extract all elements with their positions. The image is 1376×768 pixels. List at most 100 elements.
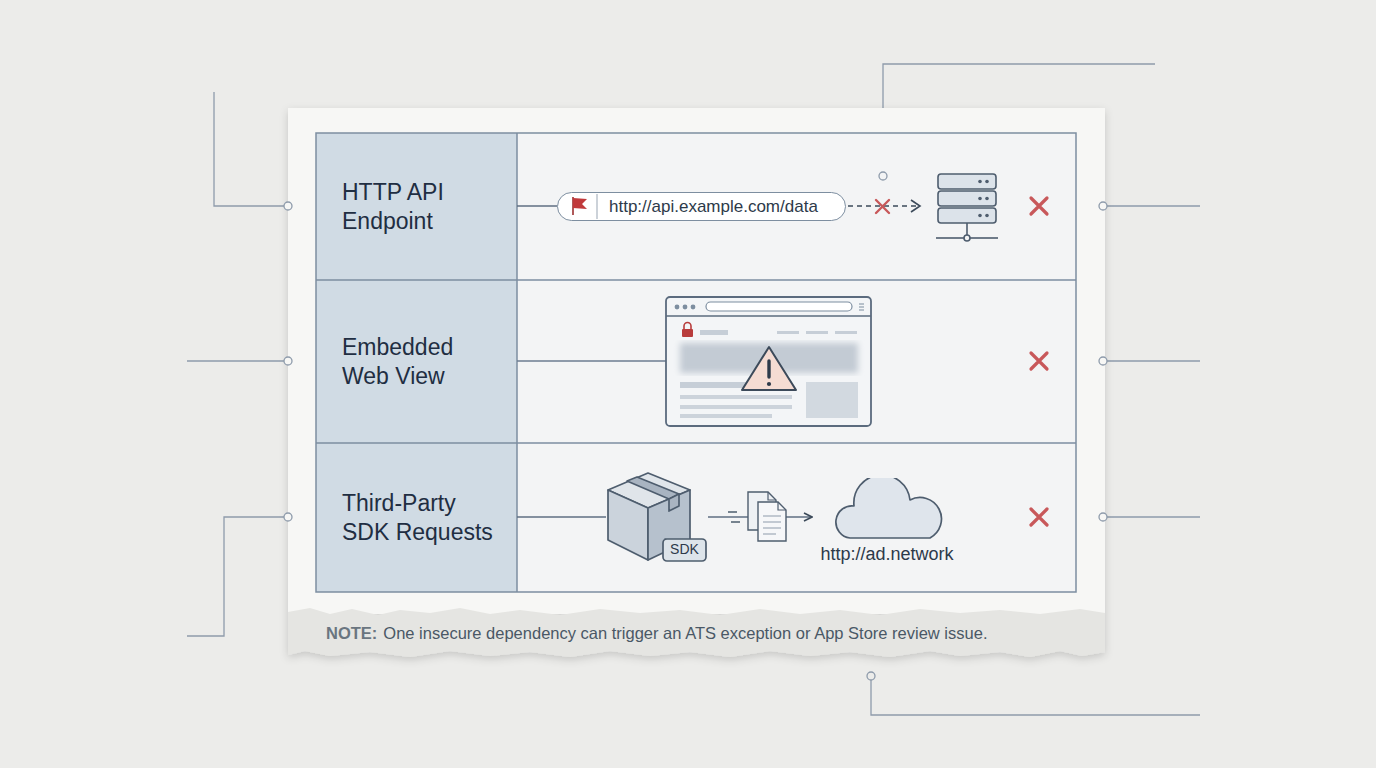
server-stem xyxy=(966,223,968,235)
row-header-cell: Third-Party SDK Requests xyxy=(316,443,517,592)
server-light xyxy=(985,197,989,201)
table-header-column xyxy=(316,133,517,592)
motion-dash xyxy=(728,512,740,522)
table-body xyxy=(316,133,1076,592)
node-label: HTTP API Endpoint xyxy=(342,178,502,236)
fail-marks xyxy=(1031,198,1047,525)
server-lights xyxy=(978,180,989,218)
node-label: http://ad.network xyxy=(812,544,962,565)
fail-mark xyxy=(1031,353,1047,369)
connector-line xyxy=(517,205,557,206)
server-unit xyxy=(938,174,996,189)
torn-strip xyxy=(288,608,1105,657)
note-heading: NOTE: xyxy=(326,624,377,643)
pill-divider xyxy=(596,194,597,219)
box-tape xyxy=(669,494,679,511)
table-grid xyxy=(316,133,1076,592)
node-label: SDK xyxy=(663,537,706,561)
node-label: Third-Party SDK Requests xyxy=(342,489,502,547)
server-light xyxy=(985,214,989,218)
server-port xyxy=(964,235,970,241)
leader-line xyxy=(187,517,288,636)
leader-dot xyxy=(867,672,875,680)
text-line xyxy=(680,414,772,418)
row-connector xyxy=(517,360,666,361)
blocked-mark xyxy=(876,200,889,213)
leader-dot xyxy=(284,513,292,521)
server-base xyxy=(936,237,964,239)
table-rule xyxy=(316,442,1076,444)
document-lines xyxy=(763,516,781,534)
leader-line xyxy=(1103,360,1200,361)
window-dot xyxy=(683,305,688,310)
leader-dot xyxy=(1099,513,1107,521)
leader-line xyxy=(1103,516,1200,517)
box-left-face xyxy=(608,490,648,560)
cloud-endpoint: http://ad.network xyxy=(812,478,962,570)
url-pill: http://api.example.com/data xyxy=(557,192,846,221)
warning-dot xyxy=(767,382,771,386)
page-fold xyxy=(768,492,776,500)
leader-line xyxy=(187,360,288,361)
text-line xyxy=(680,405,792,409)
node-label: http://api.example.com/data xyxy=(609,197,818,217)
paper-sheet xyxy=(288,108,1105,614)
leader-lines xyxy=(187,64,1200,715)
leader-dot xyxy=(879,172,887,180)
page-heading-bar xyxy=(700,330,728,335)
browser-frame xyxy=(666,297,871,426)
flag-icon xyxy=(573,198,587,209)
connector-line xyxy=(517,516,606,517)
row-header-cell: Embedded Web View xyxy=(316,280,517,443)
document-page xyxy=(758,502,786,541)
page-fold xyxy=(778,502,786,510)
flag-pole xyxy=(572,197,574,215)
server-base xyxy=(970,237,998,239)
note-row: NOTE: One insecure dependency can trigger… xyxy=(326,624,987,643)
arrow-head xyxy=(911,200,920,212)
nav-bar xyxy=(806,331,828,334)
menu-icon xyxy=(859,304,864,310)
server-unit xyxy=(938,191,996,206)
table-border xyxy=(316,133,1076,592)
table-rule xyxy=(516,133,518,592)
leader-dot xyxy=(1099,357,1107,365)
fail-mark xyxy=(1031,509,1047,525)
server-light xyxy=(985,180,989,184)
image-placeholder xyxy=(806,382,858,418)
node-label: Embedded Web View xyxy=(342,333,502,391)
server-light xyxy=(978,180,982,184)
server-light xyxy=(978,214,982,218)
leader-line xyxy=(214,92,288,206)
connector-line xyxy=(708,516,812,517)
server-icon xyxy=(936,174,998,241)
nav-bar xyxy=(777,331,799,334)
cloud-shape xyxy=(836,478,942,538)
server-unit xyxy=(938,208,996,223)
window-dot xyxy=(691,305,696,310)
browser-window xyxy=(666,297,871,426)
paper-card xyxy=(288,108,1105,657)
leader-line xyxy=(1103,205,1200,206)
sdk-package: SDK xyxy=(606,472,708,562)
row-header-cell: HTTP API Endpoint xyxy=(316,133,517,280)
document-page xyxy=(748,492,776,530)
note-text: One insecure dependency can trigger an A… xyxy=(383,624,987,643)
leader-line xyxy=(871,676,1200,715)
address-bar xyxy=(706,302,852,311)
fail-mark xyxy=(1031,198,1047,214)
browser-toolbar-rule xyxy=(666,315,871,316)
leader-dot xyxy=(1099,202,1107,210)
box-tape xyxy=(627,477,679,499)
window-dot xyxy=(675,305,680,310)
warning-bar xyxy=(767,361,770,377)
leader-dot xyxy=(284,202,292,210)
server-light xyxy=(978,197,982,201)
